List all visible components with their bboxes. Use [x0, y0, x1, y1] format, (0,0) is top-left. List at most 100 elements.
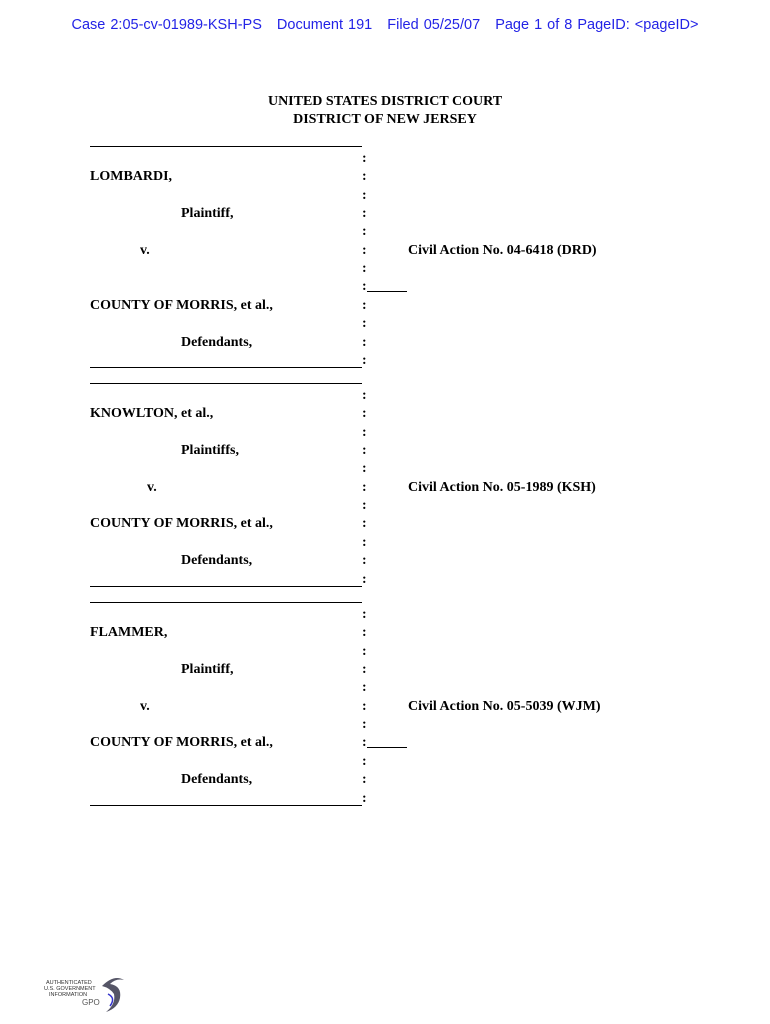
court-district: DISTRICT OF NEW JERSEY — [293, 112, 477, 127]
document-number: Document 191 — [276, 17, 373, 33]
caption-row: : — [0, 315, 770, 333]
caption-row: Defendants,: — [0, 552, 770, 570]
caption-colon: : — [362, 790, 367, 808]
colon-glyph: : — [362, 772, 367, 788]
party-name: Plaintiff, — [181, 662, 234, 678]
colon-glyph: : — [362, 443, 367, 459]
colon-glyph: : — [362, 242, 367, 258]
gpo-authentication-logo: AUTHENTICATED U.S. GOVERNMENT INFORMATIO… — [44, 978, 124, 1012]
colon-glyph: : — [362, 352, 367, 368]
colon-glyph: : — [362, 224, 367, 240]
page-info: Page 1 of 8 PageID: <pageID> — [495, 17, 699, 33]
party-name: v. — [140, 242, 150, 258]
party-name: Defendants, — [181, 553, 253, 569]
caption-row: : — [0, 278, 770, 296]
colon-glyph: : — [362, 553, 367, 569]
caption-colon: : — [362, 515, 367, 533]
caption-colon: : — [362, 571, 367, 589]
caption-top-rule — [90, 383, 362, 384]
caption-colon: : — [362, 442, 367, 460]
caption-colon: : — [362, 352, 367, 370]
caption-row: : — [0, 643, 770, 661]
caption-colon: : — [362, 698, 367, 716]
colon-glyph: : — [362, 698, 367, 714]
caption-row: : — [0, 260, 770, 278]
caption-colon: : — [362, 534, 367, 552]
party-name: COUNTY OF MORRIS, et al., — [90, 516, 273, 532]
caption-row: : — [0, 460, 770, 478]
caption-row: Defendants,: — [0, 334, 770, 352]
caption-colon: : — [362, 771, 367, 789]
caption-colon: : — [362, 679, 367, 697]
caption-row: Plaintiffs,: — [0, 442, 770, 460]
caption-colon: : — [362, 716, 367, 734]
party-name: Defendants, — [181, 772, 253, 788]
party-name: Defendants, — [181, 334, 253, 350]
blank-line — [366, 734, 407, 749]
colon-glyph: : — [362, 169, 367, 185]
caption-colon: : — [362, 242, 367, 260]
caption-colon: : — [362, 315, 367, 333]
colon-glyph: : — [362, 753, 367, 769]
party-name: KNOWLTON, et al., — [90, 406, 214, 422]
caption-colon: : — [362, 479, 367, 497]
caption-row: Plaintiff,: — [0, 661, 770, 679]
civil-action-number: Civil Action No. 05-5039 (WJM) — [408, 698, 601, 714]
colon-glyph: : — [362, 461, 367, 477]
caption-row: : — [0, 187, 770, 205]
caption-top-rule — [90, 602, 362, 603]
party-name: v. — [147, 479, 157, 495]
blank-line — [366, 278, 407, 293]
party-name: FLAMMER, — [90, 625, 168, 641]
caption-row: : — [0, 387, 770, 405]
caption-row: : — [0, 790, 770, 808]
svg-text:U.S. GOVERNMENT: U.S. GOVERNMENT — [44, 986, 96, 992]
svg-text:AUTHENTICATED: AUTHENTICATED — [46, 980, 92, 986]
caption-colon: : — [362, 497, 367, 515]
caption-colon: : — [362, 753, 367, 771]
caption-row: v.: Civil Action No. 04-6418 (DRD) — [0, 242, 770, 260]
caption-bottom-rule — [90, 790, 362, 806]
caption-row: Defendants,: — [0, 771, 770, 789]
colon-glyph: : — [362, 717, 367, 733]
caption-row: KNOWLTON, et al.,: — [0, 405, 770, 423]
party-name: LOMBARDI, — [90, 169, 173, 185]
colon-glyph: : — [362, 643, 367, 659]
colon-glyph: : — [362, 498, 367, 514]
colon-glyph: : — [362, 735, 367, 751]
colon-glyph: : — [362, 680, 367, 696]
case-number: Case 2:05-cv-01989-KSH-PS — [71, 17, 262, 33]
civil-action-number: Civil Action No. 05-1989 (KSH) — [408, 479, 596, 495]
colon-glyph: : — [362, 334, 367, 350]
colon-glyph: : — [362, 206, 367, 222]
party-name: COUNTY OF MORRIS, et al., — [90, 297, 273, 313]
caption-colon: : — [362, 223, 367, 241]
caption-colon: : — [362, 460, 367, 478]
caption-row: FLAMMER,: — [0, 624, 770, 642]
colon-glyph: : — [362, 424, 367, 440]
caption-row: : — [0, 534, 770, 552]
caption-row: : — [0, 352, 770, 370]
party-name: Plaintiffs, — [181, 443, 239, 459]
colon-glyph: : — [362, 625, 367, 641]
caption-colon: : — [362, 150, 367, 168]
colon-glyph: : — [362, 790, 367, 806]
colon-glyph: : — [362, 571, 367, 587]
caption-row: COUNTY OF MORRIS, et al.,: — [0, 515, 770, 533]
party-name: v. — [140, 698, 150, 714]
party-name: Plaintiff, — [181, 206, 234, 222]
colon-glyph: : — [362, 479, 367, 495]
caption-bottom-rule — [90, 571, 362, 587]
party-name: COUNTY OF MORRIS, et al., — [90, 735, 273, 751]
caption-colon: : — [362, 424, 367, 442]
colon-glyph: : — [362, 534, 367, 550]
colon-glyph: : — [362, 516, 367, 532]
filing-header: Case 2:05-cv-01989-KSH-PS Document 191 F… — [0, 17, 770, 33]
caption-row: : — [0, 424, 770, 442]
civil-action-number: Civil Action No. 04-6418 (DRD) — [408, 242, 597, 258]
caption-row: : — [0, 150, 770, 168]
caption-row: : — [0, 223, 770, 241]
caption-colon: : — [362, 552, 367, 570]
colon-glyph: : — [362, 406, 367, 422]
caption-colon: : — [362, 334, 367, 352]
